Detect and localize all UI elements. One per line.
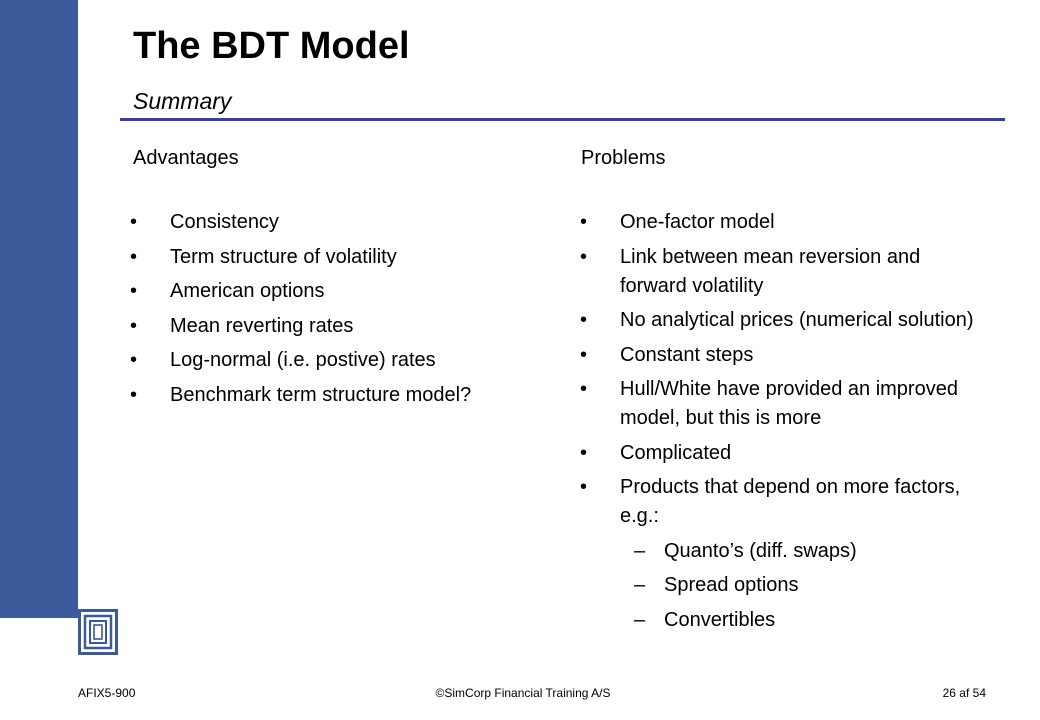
- list-item-text: Link between mean reversion and forward …: [620, 245, 921, 297]
- sidebar-band: [0, 0, 78, 618]
- sub-list-item: –Quanto’s (diff. swaps): [634, 537, 990, 566]
- slide-title: The BDT Model: [133, 25, 410, 67]
- list-item: • Constant steps: [580, 341, 990, 370]
- bullet-marker: •: [580, 343, 588, 366]
- problems-list: • One-factor model • Link between mean rev…: [580, 208, 990, 640]
- sub-list-item-text: Spread options: [664, 574, 799, 596]
- advantages-heading: Advantages: [133, 147, 239, 169]
- list-item-text: No analytical prices (numerical solution…: [620, 309, 974, 331]
- list-item-text: One-factor model: [620, 211, 775, 233]
- bullet-marker: •: [580, 211, 588, 233]
- bullet-marker: •: [580, 441, 588, 464]
- list-item-text: Complicated: [620, 441, 732, 464]
- problems-heading: Problems: [581, 147, 666, 169]
- bullet-marker: •: [580, 378, 588, 400]
- list-item-text: Hull/White have provided an improved mod…: [620, 378, 958, 429]
- footer-course-code: AFIX5-900: [78, 686, 136, 700]
- sub-list-item: –Convertibles: [634, 606, 990, 635]
- list-item-text: Term structure of volatility: [170, 245, 397, 268]
- sub-list-item: –Spread options: [634, 571, 990, 600]
- list-item: • Hull/White have provided an improved mo…: [580, 375, 990, 433]
- list-item: • Mean reverting rates: [130, 312, 560, 341]
- list-item-text: Log-normal (i.e. postive) rates: [170, 349, 436, 371]
- bullet-marker: •: [130, 314, 138, 337]
- list-item-text: Consistency: [170, 211, 279, 233]
- list-item: • Log-normal (i.e. postive) rates: [130, 346, 560, 375]
- bullet-marker: •: [130, 280, 138, 302]
- list-item-text: Benchmark term structure model?: [170, 383, 472, 406]
- bullet-marker: •: [580, 309, 588, 331]
- list-item: • Term structure of volatility: [130, 243, 560, 272]
- sub-list-item-text: Quanto’s (diff. swaps): [664, 539, 857, 562]
- list-item-text: Mean reverting rates: [170, 314, 354, 337]
- title-underline: [120, 118, 1005, 121]
- slide-subtitle: Summary: [133, 88, 232, 114]
- list-item: • No analytical prices (numerical solutio…: [580, 306, 990, 335]
- bullet-marker: •: [130, 211, 138, 233]
- dash-marker: –: [634, 608, 646, 631]
- nested-squares-logo-icon: [78, 609, 118, 655]
- list-item: • Link between mean reversion and forward…: [580, 243, 990, 301]
- bullet-marker: •: [130, 383, 138, 406]
- list-item-text: American options: [170, 280, 325, 302]
- list-item: • American options: [130, 277, 560, 306]
- bullet-marker: •: [130, 245, 138, 268]
- list-item: • Consistency: [130, 208, 560, 237]
- bullet-marker: •: [130, 349, 138, 371]
- list-item: • Benchmark term structure model?: [130, 381, 560, 410]
- list-item-text: Constant steps: [620, 343, 754, 366]
- dash-marker: –: [634, 539, 646, 562]
- footer-copyright: ©SimCorp Financial Training A/S: [435, 686, 611, 700]
- advantages-list: • Consistency • Term structure of volatili…: [130, 208, 560, 415]
- bullet-marker: •: [580, 245, 588, 268]
- list-item: • One-factor model: [580, 208, 990, 237]
- list-item: • Complicated: [580, 439, 990, 468]
- bullet-marker: •: [580, 476, 588, 498]
- sub-list-item-text: Convertibles: [664, 608, 776, 631]
- list-item-text: Products that depend on more factors, e.…: [620, 476, 961, 527]
- list-item: • Products that depend on more factors, e…: [580, 473, 990, 531]
- footer-page-number: 26 af 54: [942, 686, 986, 700]
- dash-marker: –: [634, 574, 646, 596]
